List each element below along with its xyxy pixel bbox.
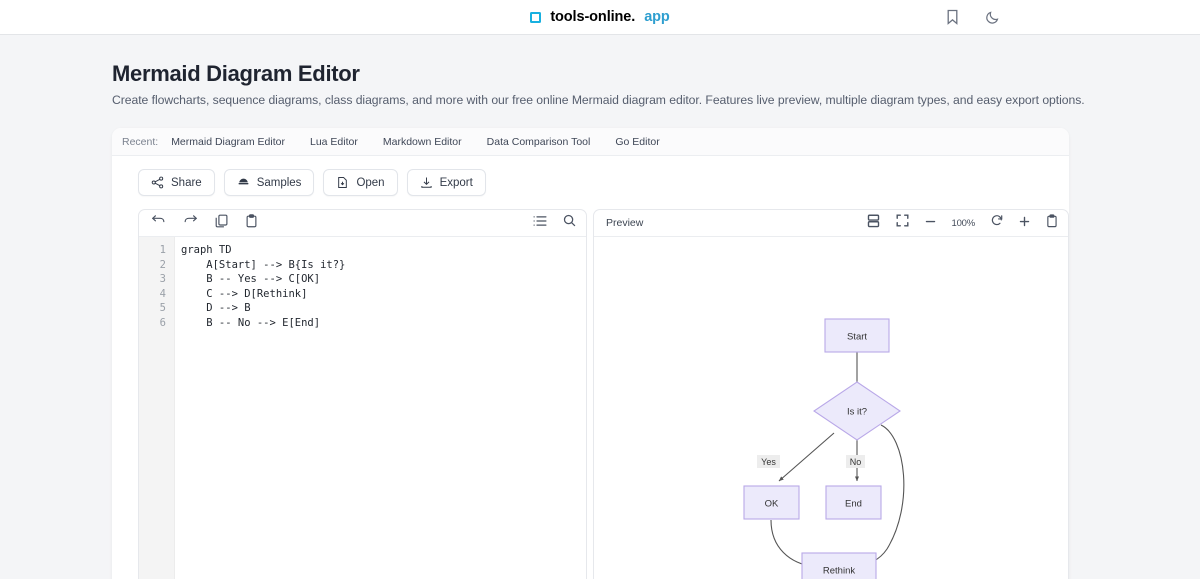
layout-split-icon[interactable] bbox=[867, 214, 880, 233]
node-label: Rethink bbox=[823, 566, 855, 577]
address-bar[interactable]: tools-online. app bbox=[530, 9, 670, 25]
square-icon bbox=[530, 11, 542, 23]
samples-icon bbox=[237, 176, 250, 189]
recent-link-mermaid-diagram-editor[interactable]: Mermaid Diagram Editor bbox=[171, 135, 285, 148]
mermaid-flowchart: Start Is it? OK bbox=[743, 318, 905, 579]
format-list-icon[interactable] bbox=[533, 214, 547, 232]
editor-pane: 1 2 3 4 5 6 graph TD A[Start] --> B{Is i… bbox=[138, 209, 587, 579]
preview-pane: Preview bbox=[593, 209, 1069, 579]
samples-label: Samples bbox=[256, 176, 302, 189]
line-number: 4 bbox=[159, 287, 166, 300]
page-title: Mermaid Diagram Editor bbox=[112, 61, 360, 86]
node-label: OK bbox=[765, 499, 779, 510]
edge-label-yes: Yes bbox=[757, 455, 780, 468]
page-subtitle: Create flowcharts, sequence diagrams, cl… bbox=[112, 93, 1085, 107]
zoom-level: 100% bbox=[951, 217, 976, 229]
browser-actions bbox=[946, 9, 1000, 25]
node-is-it[interactable]: Is it? bbox=[813, 381, 901, 441]
edge-b-c bbox=[778, 432, 835, 482]
export-label: Export bbox=[439, 176, 473, 189]
line-number: 5 bbox=[159, 302, 166, 314]
panes-container: 1 2 3 4 5 6 graph TD A[Start] --> B{Is i… bbox=[112, 209, 1069, 579]
browser-bar: tools-online. app bbox=[0, 0, 1200, 35]
url-tld: app bbox=[644, 9, 670, 25]
search-icon[interactable] bbox=[563, 214, 576, 232]
page-body: Mermaid Diagram Editor Create flowcharts… bbox=[0, 35, 1200, 579]
node-label: End bbox=[845, 499, 862, 510]
edge-label: No bbox=[850, 457, 862, 467]
diagram-canvas[interactable]: Start Is it? OK bbox=[594, 237, 1068, 579]
url-text: tools-online. bbox=[550, 9, 636, 25]
line-number: 2 bbox=[159, 258, 166, 271]
share-icon bbox=[151, 176, 164, 189]
zoom-in-icon[interactable] bbox=[1019, 214, 1030, 232]
node-label: Start bbox=[847, 332, 867, 343]
code-content[interactable]: graph TD A[Start] --> B{Is it?} B -- Yes… bbox=[181, 244, 346, 329]
recent-link-lua-editor[interactable]: Lua Editor bbox=[309, 135, 358, 148]
edge-label: Yes bbox=[761, 457, 776, 467]
zoom-out-icon[interactable] bbox=[925, 214, 936, 232]
node-end[interactable]: End bbox=[825, 485, 882, 520]
action-toolbar: Share Samples bbox=[112, 156, 1069, 209]
recent-link-go-editor[interactable]: Go Editor bbox=[615, 135, 660, 148]
open-label: Open bbox=[356, 176, 385, 189]
edge-label-no: No bbox=[846, 455, 865, 468]
editor-card: Recent: Mermaid Diagram Editor Lua Edito… bbox=[112, 128, 1069, 579]
share-button[interactable]: Share bbox=[138, 169, 215, 196]
diagram-edges bbox=[770, 352, 905, 569]
recent-bar: Recent: Mermaid Diagram Editor Lua Edito… bbox=[112, 128, 1069, 156]
open-file-icon bbox=[336, 176, 349, 189]
preview-title: Preview bbox=[606, 217, 644, 229]
recent-link-data-comparison-tool[interactable]: Data Comparison Tool bbox=[486, 135, 591, 148]
editor-toolbar bbox=[139, 210, 586, 237]
recent-label: Recent: bbox=[122, 135, 159, 148]
node-ok[interactable]: OK bbox=[743, 485, 800, 520]
node-label: Is it? bbox=[847, 407, 867, 418]
zoom-reset-icon[interactable] bbox=[991, 214, 1003, 232]
node-start[interactable]: Start bbox=[824, 318, 890, 353]
samples-button[interactable]: Samples bbox=[223, 169, 315, 196]
share-label: Share bbox=[171, 176, 202, 189]
code-editor[interactable]: 1 2 3 4 5 6 graph TD A[Start] --> B{Is i… bbox=[139, 237, 586, 579]
dark-mode-icon[interactable] bbox=[985, 10, 1000, 25]
bookmark-icon[interactable] bbox=[946, 9, 959, 25]
redo-icon[interactable] bbox=[183, 214, 198, 232]
paste-icon[interactable] bbox=[245, 213, 258, 233]
line-number: 1 bbox=[159, 244, 166, 256]
recent-link-markdown-editor[interactable]: Markdown Editor bbox=[382, 135, 462, 148]
diagram-edge-labels: Yes No bbox=[757, 455, 865, 468]
line-number: 6 bbox=[159, 316, 166, 329]
open-button[interactable]: Open bbox=[323, 169, 398, 196]
diagram-nodes: Start Is it? OK bbox=[743, 318, 901, 579]
fullscreen-icon[interactable] bbox=[896, 214, 909, 232]
export-download-icon bbox=[420, 176, 433, 189]
line-number-gutter: 1 2 3 4 5 6 bbox=[139, 237, 175, 579]
preview-toolbar: Preview bbox=[594, 210, 1068, 237]
export-button[interactable]: Export bbox=[406, 169, 486, 196]
line-number: 3 bbox=[159, 273, 166, 285]
undo-icon[interactable] bbox=[151, 214, 166, 232]
copy-image-icon[interactable] bbox=[1046, 213, 1058, 233]
node-rethink[interactable]: Rethink bbox=[801, 552, 877, 579]
copy-icon[interactable] bbox=[215, 214, 228, 233]
